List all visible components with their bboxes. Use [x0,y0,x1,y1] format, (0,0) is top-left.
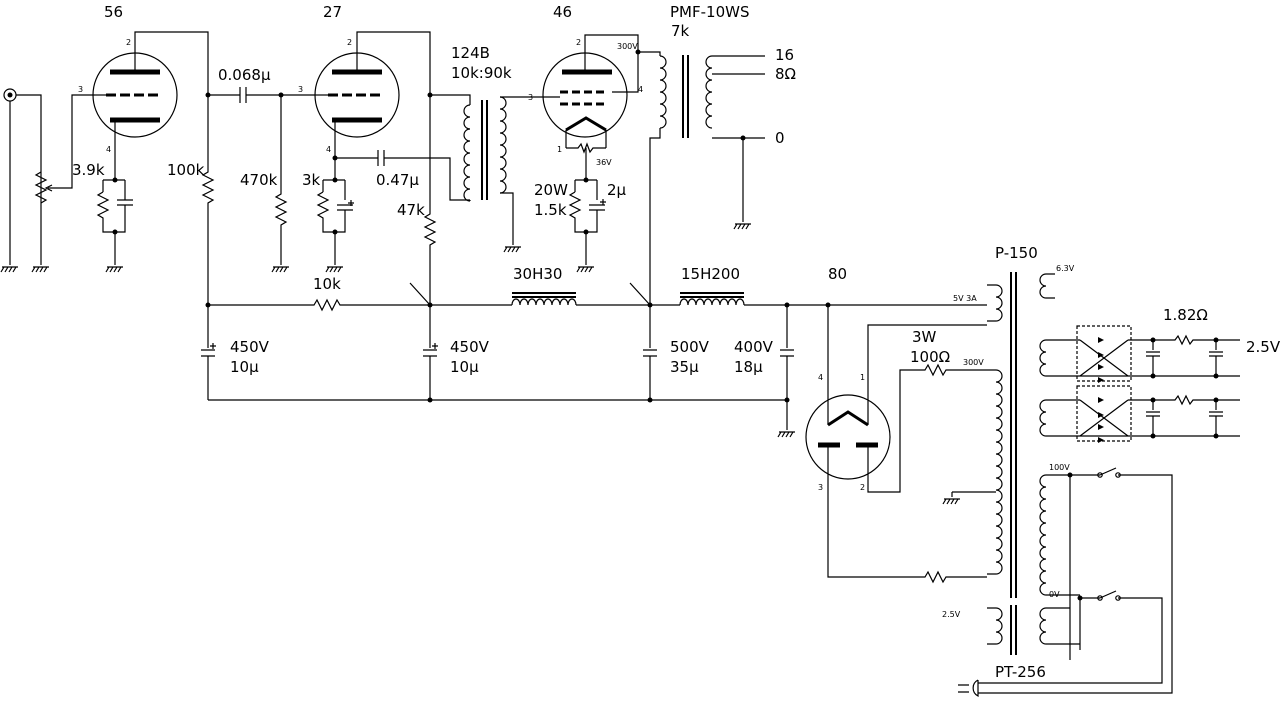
out-tap-0: 0 [775,129,785,147]
v3-grid-pin: 3 [528,93,533,102]
v1-cathode-pin: 4 [106,145,111,154]
resistor-47k [423,92,437,305]
rect-pin-2: 2 [860,483,865,492]
c2-voltage: 450V [450,338,490,356]
interstage-transformer [430,94,528,245]
c3-voltage: 500V [670,338,710,356]
filter-capacitors [201,305,794,430]
tap-100v: 100V [1049,463,1070,472]
v2-type-label: 27 [323,3,342,21]
r-cathode3-power-label: 20W [534,181,568,199]
c-cathode3-label: 2µ [607,181,627,199]
ground-symbol [576,266,594,273]
interstage-label: 124B [451,44,490,62]
v3-plate-pin: 2 [576,38,581,47]
tap-300v: 300V [963,358,984,367]
feedback-capacitor [335,150,470,201]
choke-15h200 [679,292,745,306]
v3-fil-pin: 1 [557,145,562,154]
ground-symbol [325,266,343,273]
ground-symbol [503,246,521,253]
small-transformer [987,605,1080,655]
v2-plate-pin: 2 [347,38,352,47]
v3-plate-voltage: 300V [617,42,638,51]
c-feedback-label: 0.47µ [376,171,419,189]
r-10k-label: 10k [313,275,341,293]
rect-pin-3: 3 [818,483,823,492]
v2-cathode-pin: 4 [326,145,331,154]
ground-symbol [777,431,795,438]
r-47k-label: 47k [397,201,425,219]
rect-type-label: 80 [828,265,847,283]
r-plate1-label: 100k [167,161,205,179]
c1-voltage: 450V [230,338,270,356]
rect-pin-4: 4 [818,373,823,382]
v2-cathode-network [316,155,354,265]
r-182-label: 1.82Ω [1163,306,1208,324]
v2-grid-pin: 3 [298,85,303,94]
rect-pin-1: 1 [860,373,865,382]
resistor-470k [274,92,288,265]
tap-5v: 5V 3A [953,294,977,303]
out-tap-8: 8Ω [775,65,796,83]
volume-potentiometer [34,94,95,204]
vr-input-label: 3.9k [72,161,105,179]
c4-capacitance: 18µ [734,358,763,376]
v1-cathode-network [96,177,133,265]
small-tx-label: PT-256 [995,663,1046,681]
r-cathode3-label: 1.5k [534,201,567,219]
choke-30h30 [511,292,577,306]
v1-plate-pin: 2 [126,38,131,47]
c1-capacitance: 10µ [230,358,259,376]
tube-v2 [314,31,431,180]
interstage-ratio-label: 10k:90k [451,64,512,82]
v3-cathode-network [568,177,606,265]
coupling-capacitor [208,87,315,103]
c-coupling-label: 0.068µ [218,66,271,84]
ground-symbol [105,266,123,273]
v3-type-label: 46 [553,3,572,21]
v3-fil-voltage: 36V [596,158,612,167]
c2-capacitance: 10µ [450,358,479,376]
ground-symbol [271,266,289,273]
ac-plug [958,679,979,697]
power-tx-label: P-150 [995,244,1038,262]
r-cathode2-label: 3k [302,171,321,189]
output-imp-label: 7k [671,22,690,40]
c3-capacitance: 35µ [670,358,699,376]
tap-0v: 0V [1049,590,1060,599]
tap-63v: 6.3V [1056,264,1075,273]
output-transformer [635,49,765,305]
v1-grid-pin: 3 [78,85,83,94]
choke2-label: 15H200 [681,265,740,283]
choke1-label: 30H30 [513,265,562,283]
output-tx-label: PMF-10WS [670,3,749,21]
out-25v-label: 2.5V [1246,338,1280,356]
ground-symbol [942,498,960,505]
bridge-rectifier-1 [1076,325,1240,383]
r-rect-label: 100Ω [910,348,950,366]
v1-type-label: 56 [104,3,123,21]
ground-symbol [0,266,18,273]
out-tap-16: 16 [775,46,794,64]
ground-symbol [31,266,49,273]
bridge-rectifier-2 [1076,385,1240,443]
tap-25v: 2.5V [942,610,961,619]
input-jack [3,88,42,265]
tube-v1 [92,31,209,180]
v3-g2-pin: 4 [638,85,643,94]
resistor-100k [201,92,215,305]
r-rect-power-label: 3W [912,328,937,346]
r-grid2-label: 470k [240,171,278,189]
ground-symbol [733,223,751,230]
tube-v3 [528,34,639,180]
c4-voltage: 400V [734,338,774,356]
mains-wiring [978,467,1173,694]
power-transformer [951,272,1080,598]
rectifier-tube [805,305,987,584]
